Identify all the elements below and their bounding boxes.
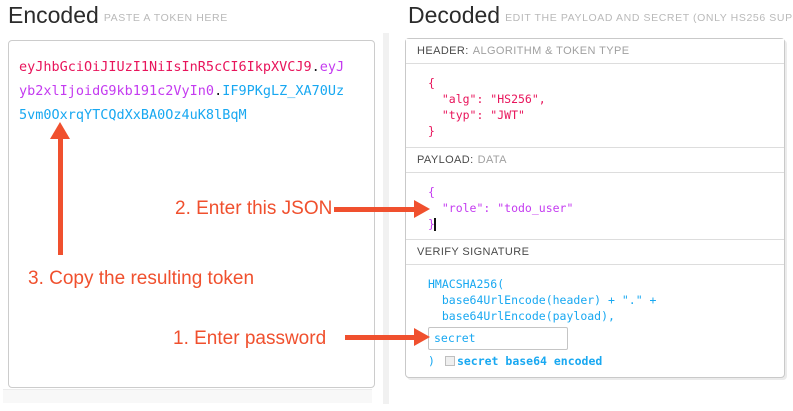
encoded-title-text: Encoded	[8, 2, 99, 28]
payload-section-label: PAYLOAD:DATA	[406, 148, 784, 174]
header-section-label: HEADER:ALGORITHM & TOKEN TYPE	[406, 39, 784, 64]
token-payload-segment: eyJyb2xlIjoidG9kb191c2VyIn0	[19, 59, 345, 99]
decoded-title: Decoded EDIT THE PAYLOAD AND SECRET (ONLY…	[408, 2, 793, 29]
payload-section-label-rest: DATA	[477, 154, 507, 167]
arrow-shaft	[345, 335, 416, 340]
arrow-head	[50, 122, 70, 139]
base64-option-row: ) secret base64 encoded	[428, 354, 784, 368]
token-signature-segment: IF9PKgLZ_XA70Uz5vm0OxrqYTCQdXxBA0Oz4uK8l…	[19, 83, 345, 123]
header-section-label-strong: HEADER:	[417, 45, 469, 57]
arrow-to-secret-icon	[345, 328, 430, 347]
base64-encoded-checkbox[interactable]	[444, 355, 455, 366]
arrow-shaft	[334, 207, 416, 212]
encoded-title: Encoded PASTE A TOKEN HERE	[8, 2, 228, 29]
arrow-to-token-icon	[50, 122, 70, 255]
payload-json-editor[interactable]: { "role": "todo_user" }	[428, 185, 574, 232]
signature-area: HMACSHA256( base64UrlEncode(header) + ".…	[406, 265, 784, 377]
decoded-subtitle: EDIT THE PAYLOAD AND SECRET (ONLY HS256 …	[505, 12, 793, 24]
token-dot-2: .	[214, 83, 223, 99]
secret-input[interactable]	[428, 326, 568, 350]
signature-formula: HMACSHA256( base64UrlEncode(header) + ".…	[428, 276, 657, 323]
token-dot-1: .	[311, 59, 320, 75]
arrow-head	[414, 200, 430, 218]
decoded-panel: HEADER:ALGORITHM & TOKEN TYPE { "alg": "…	[405, 38, 785, 378]
text-caret	[434, 218, 436, 232]
payload-section-label-strong: PAYLOAD:	[417, 154, 474, 167]
jwt-token-text[interactable]: eyJhbGciOiJIUzI1NiIsInR5cCI6IkpXVCJ9.eyJ…	[19, 55, 352, 127]
base64-encoded-label: secret base64 encoded	[456, 353, 603, 368]
header-section-label-rest: ALGORITHM & TOKEN TYPE	[472, 45, 630, 57]
annotation-copy-token: 3. Copy the resulting token	[28, 268, 255, 289]
encoded-subtitle: PASTE A TOKEN HERE	[103, 12, 228, 24]
arrow-to-payload-icon	[334, 200, 430, 219]
encoded-token-box[interactable]: eyJhbGciOiJIUzI1NiIsInR5cCI6IkpXVCJ9.eyJ…	[8, 40, 375, 388]
annotation-enter-password: 1. Enter password	[173, 328, 327, 349]
header-json-editor[interactable]: { "alg": "HS256", "typ": "JWT" }	[406, 64, 784, 149]
token-header-segment: eyJhbGciOiJIUzI1NiIsInR5cCI6IkpXVCJ9	[19, 59, 312, 75]
closing-paren: )	[428, 353, 435, 368]
decoded-title-text: Decoded	[408, 2, 501, 28]
annotation-enter-json: 2. Enter this JSON	[175, 198, 333, 219]
horizontal-scrollbar[interactable]	[3, 389, 372, 403]
arrow-head	[414, 328, 430, 346]
vertical-scrollbar[interactable]	[383, 33, 389, 404]
payload-editor-area[interactable]: { "role": "todo_user" }	[406, 173, 784, 240]
arrow-shaft	[57, 138, 63, 255]
signature-section-label-strong: VERIFY SIGNATURE	[417, 245, 530, 258]
signature-section-label: VERIFY SIGNATURE	[406, 239, 784, 265]
